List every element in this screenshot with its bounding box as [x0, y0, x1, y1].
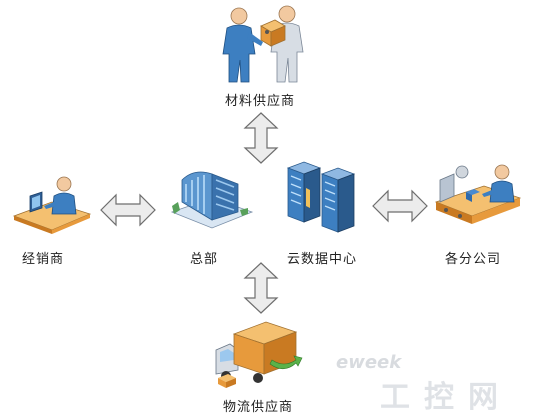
- supplier-label: 材料供应商: [225, 94, 296, 109]
- cloud-label: 云数据中心: [287, 252, 358, 267]
- delivery-truck-icon: [215, 321, 303, 388]
- server-racks-icon: [286, 161, 356, 233]
- horizontal-double-arrow-left: [100, 193, 156, 227]
- factory-worker-icon: [434, 164, 522, 224]
- watermark-text: 工控网: [380, 380, 512, 415]
- dealer-label: 经销商: [22, 252, 65, 267]
- handshake-people-icon: [222, 5, 304, 83]
- hq-label: 总部: [190, 252, 219, 267]
- watermark-brand: eweek: [336, 352, 402, 373]
- office-building-icon: [170, 171, 254, 229]
- branches-label: 各分公司: [445, 252, 502, 267]
- person-at-desk-icon: [12, 176, 92, 234]
- logistics-label: 物流供应商: [223, 400, 294, 415]
- vertical-double-arrow-bottom: [243, 262, 279, 314]
- vertical-double-arrow-top: [243, 112, 279, 164]
- horizontal-double-arrow-right: [372, 189, 428, 223]
